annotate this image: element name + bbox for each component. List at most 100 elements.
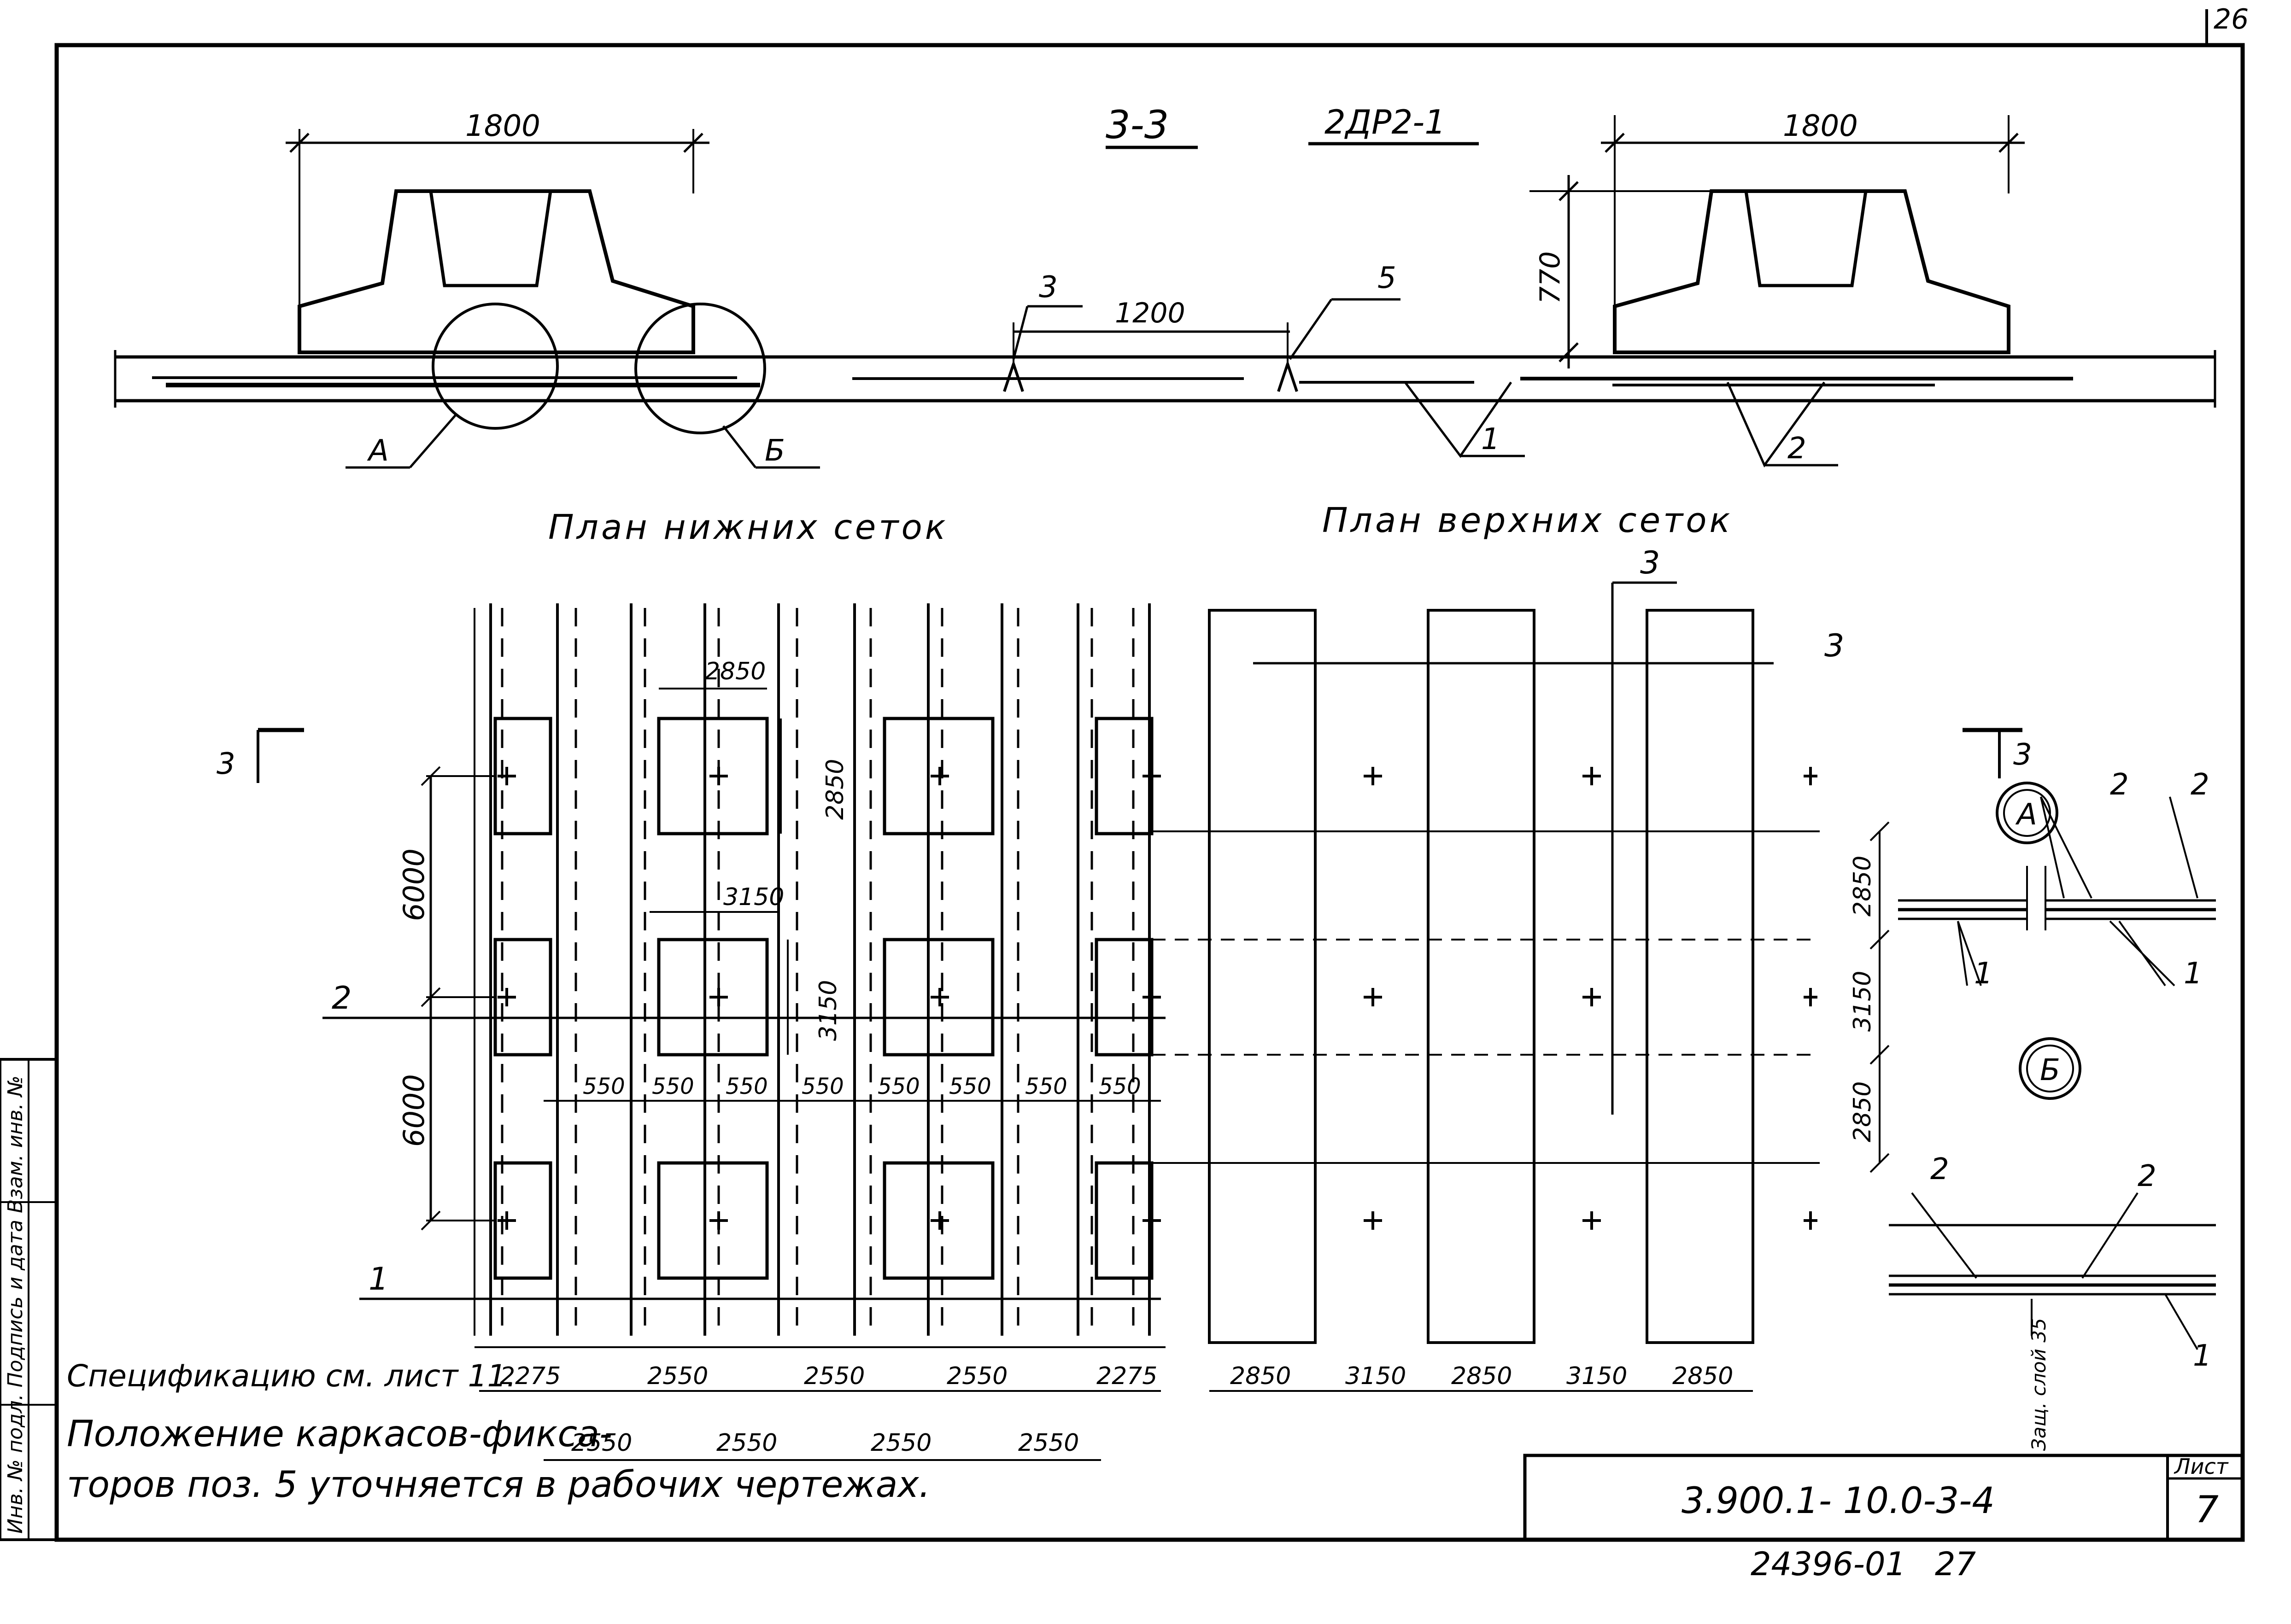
upper-right-dim-1: 2850: [1849, 856, 1876, 917]
callout-5: 5: [1377, 261, 1396, 295]
detail-a-label: А: [2015, 798, 2037, 832]
upper-right-dim-3: 2850: [1849, 1081, 1876, 1142]
detail-a-marker-inner: [2003, 789, 2051, 837]
callout-b: Б: [765, 434, 785, 468]
sheet-number: 7: [2195, 1488, 2219, 1531]
element-mark: 2ДР2-1: [1324, 103, 1446, 141]
lower-cut-label: 3: [217, 747, 235, 781]
fixator-right: [1277, 359, 1298, 392]
lower-mark-1: 1: [369, 1261, 388, 1297]
upper-cut-label: 3: [2013, 738, 2032, 772]
strip-dim-6: 550: [949, 1074, 991, 1099]
lower-plan: [257, 603, 1166, 1348]
bottom-row-1-b: 2550: [647, 1362, 708, 1390]
footing-right-socket: [1744, 191, 1868, 287]
upper-bottom-dim-3: 2850: [1451, 1362, 1512, 1390]
detail-a-mark-1b: 1: [2184, 957, 2203, 991]
upper-plan: [1152, 581, 2022, 1392]
detail-b-marker-inner: [2026, 1045, 2074, 1092]
callout-3: 3: [1039, 270, 1058, 304]
detail-a-drawing: [1898, 796, 2216, 987]
side-stamp: Инв. № подл. Подпись и дата Взам. инв. №: [0, 1058, 58, 1541]
upper-bottom-dim-1: 2850: [1230, 1362, 1291, 1390]
dim-height: [1529, 175, 1714, 368]
leader-5: [1289, 298, 1333, 360]
detail-b-marker: [2019, 1037, 2081, 1100]
callout-1: 1: [1481, 422, 1500, 456]
detail-a-mark-1a: 1: [1974, 957, 1993, 991]
dim-left-width: [286, 129, 709, 341]
detail-b-label: Б: [2040, 1053, 2060, 1087]
footing-right: [1613, 189, 2010, 354]
bottom-row-2-d: 2550: [1018, 1429, 1079, 1457]
detail-circle-b: [634, 303, 766, 434]
dim-mid-w: 3150: [723, 883, 784, 911]
strip-dim-7: 550: [1025, 1074, 1067, 1099]
detail-a-marker: [1996, 782, 2058, 844]
foundation-slab: [114, 350, 2216, 408]
upper-bottom-dim-5: 2850: [1672, 1362, 1733, 1390]
leader-b: [722, 425, 756, 468]
bottom-row-2-b: 2550: [716, 1429, 777, 1457]
sheet-frame: [54, 43, 2245, 1542]
strip-dim-8: 550: [1099, 1074, 1141, 1099]
section-title: 3-3: [1106, 102, 1169, 147]
upper-plan-title: План верхних сеток: [1322, 501, 1733, 540]
bottom-row-1-c: 2550: [804, 1362, 865, 1390]
side-stamp-text: Инв. № подл. Подпись и дата Взам. инв. №: [4, 1075, 27, 1534]
lower-mark-2: 2: [332, 980, 352, 1016]
dim-mid-h: 3150: [814, 980, 842, 1041]
spec-ref: Спецификацию см. лист 11.: [67, 1358, 516, 1394]
upper-bottom-dim-2: 3150: [1345, 1362, 1406, 1390]
detail-circle-a: [432, 303, 559, 430]
detail-b-drawing: [1889, 1192, 2216, 1350]
dim-pitch-2: 6000: [397, 1074, 431, 1147]
upper-bottom-dim-4: 3150: [1566, 1362, 1627, 1390]
footing-left: [298, 189, 695, 354]
leader-2: [1726, 381, 1826, 467]
bottom-row-2-a: 2550: [571, 1429, 632, 1457]
corner-number: 26: [2214, 3, 2249, 35]
dim-height-label: 770: [1534, 251, 1566, 304]
strip-dim-2: 550: [652, 1074, 694, 1099]
dim-left-width-label: 1800: [465, 109, 540, 143]
upper-mark-3-top: 3: [1640, 545, 1660, 581]
dim-fixator-label: 1200: [1115, 297, 1185, 329]
strip-dim-1: 550: [583, 1074, 625, 1099]
detail-b-mark-2b: 2: [2138, 1159, 2156, 1193]
dim-square-h: 2850: [821, 759, 849, 820]
bottom-row-1-a: 2275: [500, 1362, 561, 1390]
detail-b-mark-1: 1: [2193, 1339, 2212, 1373]
detail-a-mark-2b: 2: [2191, 768, 2209, 802]
upper-right-dim-2: 3150: [1849, 971, 1876, 1032]
callout-2: 2: [1787, 432, 1806, 466]
callout-a: А: [367, 434, 389, 468]
dim-pitch-ticks: [421, 766, 495, 1231]
detail-a-mark-2a: 2: [2110, 768, 2129, 802]
note-line-2: торов поз. 5 уточняется в рабочих чертеж…: [67, 1464, 930, 1506]
bottom-row-1-e: 2275: [1096, 1362, 1157, 1390]
dim-right-width: [1601, 115, 2025, 341]
bottom-row-1-d: 2550: [947, 1362, 1008, 1390]
strip-dim-5: 550: [878, 1074, 920, 1099]
dim-pitch-1: 6000: [397, 848, 431, 921]
doc-code: 3.900.1- 10.0-3-4: [1682, 1480, 1995, 1522]
dim-square-w: 2850: [705, 658, 766, 685]
title-block: [1523, 1454, 2244, 1542]
lower-plan-title: План нижних сеток: [548, 508, 948, 547]
archive-page: 27: [1935, 1545, 1976, 1583]
cover-note: Защ. слой 35: [2027, 1318, 2050, 1451]
strip-dim-3: 550: [726, 1074, 768, 1099]
note-line-1: Положение каркасов-фикса-: [67, 1414, 612, 1455]
upper-mark-3-line: 3: [1824, 628, 1844, 664]
dim-right-width-label: 1800: [1783, 109, 1858, 143]
leader-3: [1012, 306, 1029, 360]
footing-left-socket: [429, 191, 552, 287]
sheet-label: Лист: [2174, 1454, 2229, 1479]
strip-dim-4: 550: [802, 1074, 844, 1099]
archive-number: 24396-01: [1751, 1545, 1906, 1583]
leader-a: [409, 414, 457, 468]
bottom-row-2-c: 2550: [871, 1429, 932, 1457]
detail-b-mark-2a: 2: [1930, 1152, 1949, 1186]
